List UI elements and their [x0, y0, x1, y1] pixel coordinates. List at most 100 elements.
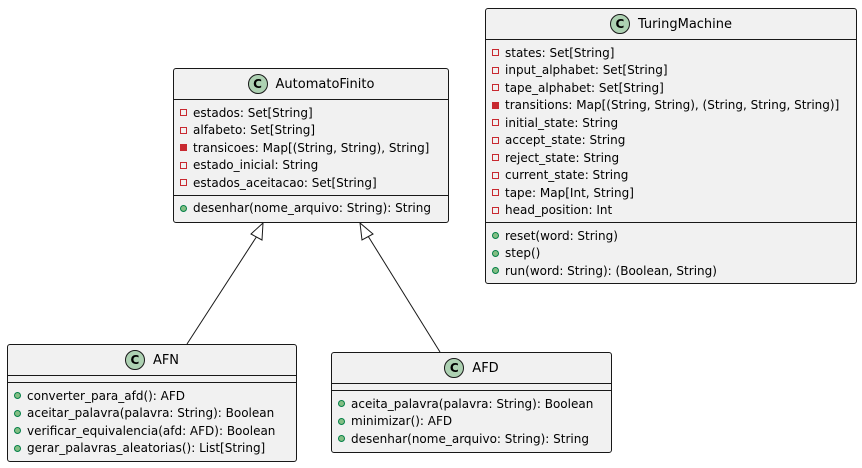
- method-row: step(): [486, 245, 856, 263]
- attribute-row-text: estado_inicial: String: [193, 158, 319, 173]
- attribute-row-text: transitions: Map[(String, String), (Stri…: [505, 98, 840, 113]
- class-box-turingmachine[interactable]: C TuringMachine states: Set[String] input…: [485, 8, 857, 284]
- class-stereotype-icon: C: [247, 74, 268, 94]
- private-visibility-icon: [492, 136, 499, 144]
- attribute-row: tape: Map[Int, String]: [486, 184, 856, 202]
- method-row-text: minimizar(): AFD: [351, 414, 453, 429]
- divider: [8, 382, 296, 383]
- class-name: TuringMachine: [637, 16, 733, 32]
- attribute-row-text: tape: Map[Int, String]: [505, 185, 634, 200]
- attribute-row: transitions: Map[(String, String), (Stri…: [486, 97, 856, 115]
- attribute-row: transicoes: Map[(String, String), String…: [174, 139, 448, 157]
- method-row: verificar_equivalencia(afd: AFD): Boolea…: [8, 422, 296, 440]
- inheritance-afd-to-automatofinito: [359, 221, 441, 353]
- class-stereotype-icon: C: [444, 358, 465, 378]
- method-row-text: step(): [505, 246, 541, 261]
- class-box-afn[interactable]: C AFN converter_para_afd(): AFD aceitar_p…: [7, 344, 297, 462]
- method-row: converter_para_afd(): AFD: [8, 387, 296, 405]
- class-stereotype-icon: C: [609, 14, 630, 34]
- attribute-row: estados_aceitacao: Set[String]: [174, 174, 448, 192]
- method-row-text: desenhar(nome_arquivo: String): String: [193, 201, 431, 216]
- class-box-automatofinito[interactable]: C AutomatoFinito estados: Set[String] alf…: [173, 68, 449, 223]
- public-visibility-icon: [14, 392, 21, 400]
- private-visibility-icon: [492, 189, 499, 197]
- attribute-row: current_state: String: [486, 167, 856, 185]
- class-header: C AutomatoFinito: [174, 69, 448, 99]
- private-visibility-icon: [180, 109, 187, 117]
- private-visibility-icon: [492, 49, 499, 57]
- private-visibility-icon: [492, 119, 499, 127]
- methods-section: desenhar(nome_arquivo: String): String: [174, 196, 448, 221]
- private-visibility-icon: [492, 154, 499, 162]
- attribute-row-text: estados: Set[String]: [193, 105, 313, 120]
- private-visibility-icon: [180, 161, 187, 169]
- method-row: aceitar_palavra(palavra: String): Boolea…: [8, 405, 296, 423]
- class-box-afd[interactable]: C AFD aceita_palavra(palavra: String): B…: [331, 352, 612, 453]
- class-name: AutomatoFinito: [275, 76, 375, 92]
- method-row: run(word: String): (Boolean, String): [486, 262, 856, 280]
- private-visibility-icon: [492, 101, 499, 109]
- attribute-row: tape_alphabet: Set[String]: [486, 79, 856, 97]
- class-name: AFN: [152, 352, 180, 368]
- divider: [332, 390, 611, 391]
- attribute-row: alfabeto: Set[String]: [174, 122, 448, 140]
- attribute-row-text: head_position: Int: [505, 203, 613, 218]
- divider: [174, 99, 448, 100]
- attribute-row-text: current_state: String: [505, 168, 629, 183]
- method-row-text: converter_para_afd(): AFD: [27, 388, 186, 403]
- attribute-row: accept_state: String: [486, 132, 856, 150]
- attribute-row-text: transicoes: Map[(String, String), String…: [193, 140, 430, 155]
- method-row-text: run(word: String): (Boolean, String): [505, 263, 717, 278]
- class-header: C AFD: [332, 353, 611, 383]
- private-visibility-icon: [492, 206, 499, 214]
- attribute-row-text: accept_state: String: [505, 133, 626, 148]
- class-stereotype-icon: C: [124, 350, 145, 370]
- attribute-row-text: reject_state: String: [505, 150, 620, 165]
- attributes-section: states: Set[String] input_alphabet: Set[S…: [486, 40, 856, 222]
- method-row-text: desenhar(nome_arquivo: String): String: [351, 431, 589, 446]
- public-visibility-icon: [338, 400, 345, 408]
- methods-section: reset(word: String) step() run(word: Strin…: [486, 223, 856, 283]
- method-row-text: aceita_palavra(palavra: String): Boolean: [351, 396, 594, 411]
- method-row: reset(word: String): [486, 227, 856, 245]
- attribute-row: input_alphabet: Set[String]: [486, 62, 856, 80]
- public-visibility-icon: [492, 267, 499, 275]
- divider: [332, 383, 611, 384]
- method-row: minimizar(): AFD: [332, 413, 611, 431]
- public-visibility-icon: [492, 232, 499, 240]
- method-row-text: aceitar_palavra(palavra: String): Boolea…: [27, 406, 275, 421]
- attribute-row: states: Set[String]: [486, 44, 856, 62]
- public-visibility-icon: [14, 444, 21, 452]
- divider: [486, 39, 856, 40]
- private-visibility-icon: [180, 179, 187, 187]
- attribute-row-text: estados_aceitacao: Set[String]: [193, 175, 377, 190]
- public-visibility-icon: [14, 427, 21, 435]
- divider: [174, 194, 448, 196]
- methods-section: aceita_palavra(palavra: String): Boolean…: [332, 391, 611, 451]
- attribute-row: initial_state: String: [486, 114, 856, 132]
- public-visibility-icon: [14, 409, 21, 417]
- attributes-section: estados: Set[String] alfabeto: Set[String…: [174, 100, 448, 195]
- private-visibility-icon: [180, 144, 187, 152]
- methods-section: converter_para_afd(): AFD aceitar_palavra…: [8, 383, 296, 460]
- public-visibility-icon: [180, 204, 187, 212]
- method-row-text: reset(word: String): [505, 228, 618, 243]
- attribute-row: estados: Set[String]: [174, 104, 448, 122]
- divider: [8, 375, 296, 376]
- public-visibility-icon: [338, 417, 345, 425]
- private-visibility-icon: [492, 171, 499, 179]
- method-row-text: gerar_palavras_aleatorias(): List[String…: [27, 441, 266, 456]
- attribute-row-text: states: Set[String]: [505, 45, 615, 60]
- attribute-row: reject_state: String: [486, 149, 856, 167]
- attribute-row-text: initial_state: String: [505, 115, 619, 130]
- private-visibility-icon: [492, 66, 499, 74]
- method-row-text: verificar_equivalencia(afd: AFD): Boolea…: [27, 423, 276, 438]
- class-header: C TuringMachine: [486, 9, 856, 39]
- method-row: gerar_palavras_aleatorias(): List[String…: [8, 440, 296, 458]
- attribute-row: head_position: Int: [486, 202, 856, 220]
- attribute-row-text: input_alphabet: Set[String]: [505, 63, 668, 78]
- method-row: aceita_palavra(palavra: String): Boolean: [332, 395, 611, 413]
- private-visibility-icon: [180, 126, 187, 134]
- divider: [486, 222, 856, 223]
